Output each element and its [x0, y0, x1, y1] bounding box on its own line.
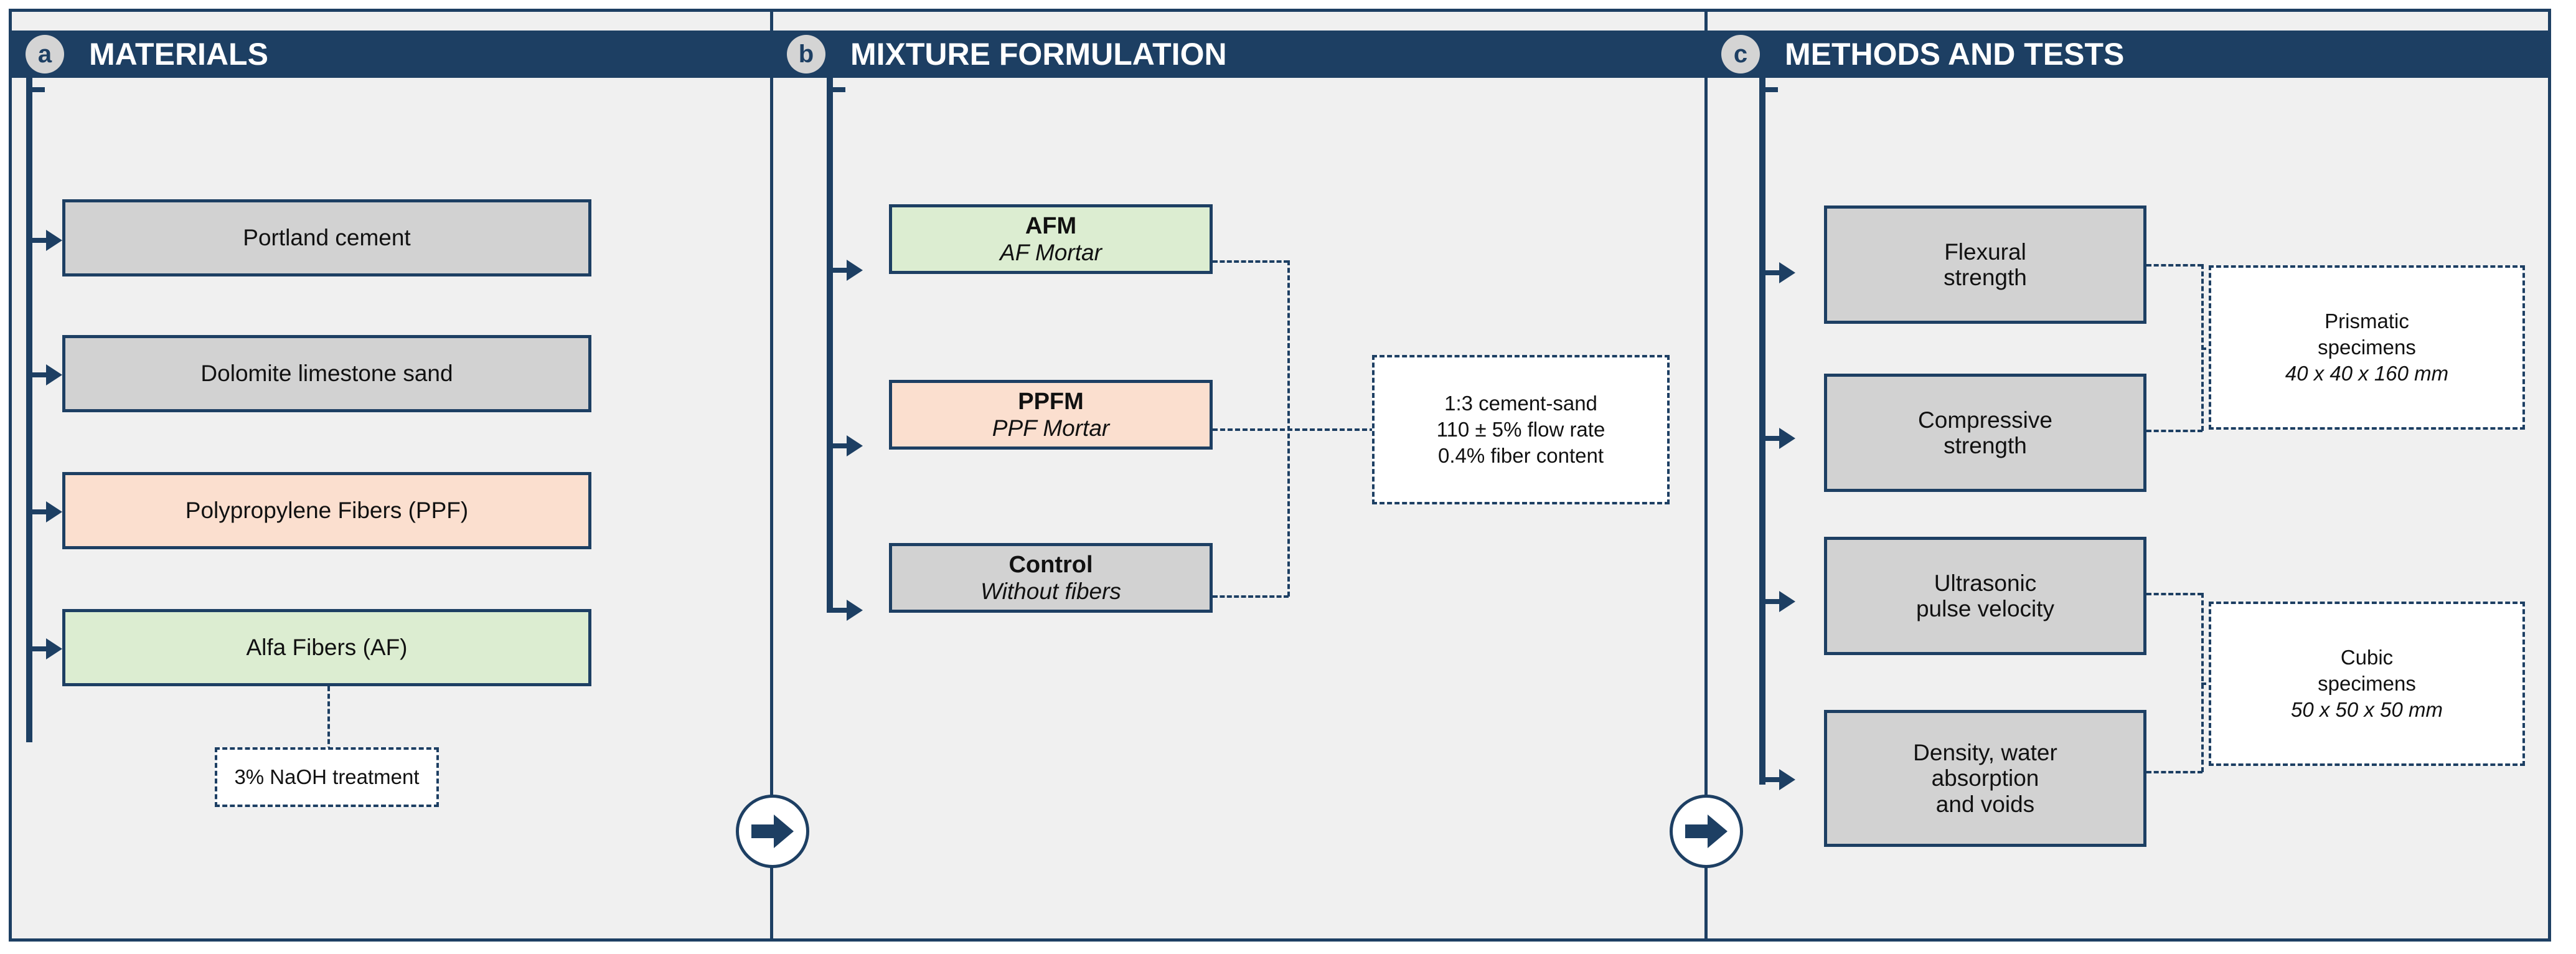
node-line-2: strength — [1944, 265, 2027, 290]
panel-b-stub-3 — [827, 608, 848, 613]
node-ppfm[interactable]: PPFM PPF Mortar — [889, 380, 1213, 450]
node-ultrasonic-pulse-velocity[interactable]: Ultrasonic pulse velocity — [1824, 537, 2146, 655]
node-polypropylene-fibers[interactable]: Polypropylene Fibers (PPF) — [62, 472, 591, 549]
note-prismatic-specimens: Prismatic specimens 40 x 40 x 160 mm — [2209, 265, 2525, 430]
panel-a-stub-2 — [26, 372, 48, 377]
node-line-1: Flexural — [1944, 238, 2026, 265]
panel-b-arrowhead-2 — [847, 435, 863, 456]
panel-c-dashed-from-upv — [2146, 593, 2202, 595]
node-label: Dolomite limestone sand — [200, 361, 453, 387]
node-afm[interactable]: AFM AF Mortar — [889, 204, 1213, 274]
node-line-2: pulse velocity — [1916, 596, 2055, 621]
panel-c-stub-3 — [1759, 599, 1781, 604]
right-arrow-icon — [750, 812, 795, 851]
right-arrow-icon — [1684, 812, 1729, 851]
panel-b-dashed-from-afm — [1213, 260, 1289, 263]
note-line-2: specimens — [2318, 671, 2416, 695]
note-line-1: 1:3 cement-sand — [1444, 391, 1597, 415]
panel-a-arrowhead-4 — [46, 638, 62, 659]
note-line-2: specimens — [2318, 335, 2416, 359]
panel-c-spine — [1759, 73, 1765, 785]
panel-a-spine — [26, 73, 32, 742]
panel-b-dashed-from-control — [1213, 595, 1289, 598]
panel-c-arrowhead-3 — [1779, 591, 1795, 612]
panel-c-top-strip — [1708, 12, 2548, 31]
panel-b-stub-2 — [827, 443, 848, 448]
note-cubic-specimens: Cubic specimens 50 x 50 x 50 mm — [2209, 602, 2525, 766]
panel-b-dashed-to-note — [1213, 428, 1375, 431]
node-title: PPFM — [1018, 389, 1084, 415]
panel-a-title: MATERIALS — [89, 37, 268, 72]
panel-b-arrowhead-3 — [847, 600, 863, 621]
panel-c-stub-2 — [1759, 436, 1781, 441]
panel-b-top-strip — [773, 12, 1706, 31]
panel-a-arrowhead-1 — [46, 230, 62, 251]
note-line-1: Prismatic — [2325, 309, 2409, 333]
panel-c-arrowhead-4 — [1779, 769, 1795, 790]
note-naoh-treatment: 3% NaOH treatment — [215, 747, 439, 807]
panel-c-dashed-from-density — [2146, 771, 2202, 773]
node-alfa-fibers[interactable]: Alfa Fibers (AF) — [62, 609, 591, 686]
note-mix-properties: 1:3 cement-sand 110 ± 5% flow rate 0.4% … — [1372, 355, 1670, 504]
note-line-1: Cubic — [2340, 645, 2394, 669]
panel-c-stub-1 — [1759, 270, 1781, 275]
panel-a-dashed-drop — [327, 686, 330, 752]
panel-a-top-strip — [12, 12, 772, 31]
note-line-2: 110 ± 5% flow rate — [1436, 417, 1605, 441]
node-line-1: Density, water — [1913, 739, 2057, 765]
panel-a-arrowhead-2 — [46, 364, 62, 385]
node-line-1: Compressive — [1918, 407, 2052, 433]
panel-a-branch-1 — [26, 87, 45, 92]
panel-a-stub-3 — [26, 509, 48, 514]
panel-b-badge: b — [787, 35, 825, 73]
panel-c-branch-top — [1759, 87, 1778, 92]
node-title: Control — [1008, 552, 1093, 578]
panel-c-arrowhead-1 — [1779, 262, 1795, 283]
step-arrow-a-to-b[interactable] — [736, 795, 809, 868]
node-line-2: absorption — [1931, 765, 2039, 791]
node-line-2: strength — [1944, 433, 2027, 458]
panel-b-title: MIXTURE FORMULATION — [850, 37, 1227, 72]
note-line-3: 0.4% fiber content — [1438, 444, 1604, 468]
panel-c-stub-4 — [1759, 777, 1781, 782]
node-subtitle: AF Mortar — [1000, 239, 1102, 265]
node-title: AFM — [1025, 213, 1077, 239]
panel-a-stub-4 — [26, 646, 48, 651]
node-portland-cement[interactable]: Portland cement — [62, 199, 591, 276]
panel-c-dashed-from-flexural — [2146, 264, 2202, 267]
panel-c-title: METHODS AND TESTS — [1785, 37, 2125, 72]
note-line-1: 3% NaOH treatment — [234, 765, 420, 788]
node-subtitle: PPF Mortar — [992, 415, 1110, 441]
step-arrow-b-to-c[interactable] — [1670, 795, 1743, 868]
node-line-3: and voids — [1935, 791, 2035, 817]
note-line-3: 50 x 50 x 50 mm — [2291, 698, 2443, 722]
node-label: Polypropylene Fibers (PPF) — [185, 498, 469, 524]
panel-a-arrowhead-3 — [46, 501, 62, 522]
node-compressive-strength[interactable]: Compressive strength — [1824, 374, 2146, 492]
node-density-water-absorption-voids[interactable]: Density, water absorption and voids — [1824, 710, 2146, 847]
panel-b-arrowhead-1 — [847, 260, 863, 281]
panel-c-dashed-from-compressive — [2146, 430, 2202, 432]
node-label: Alfa Fibers (AF) — [246, 635, 408, 661]
panel-b-spine — [827, 73, 833, 610]
panel-a-badge: a — [26, 35, 64, 73]
panel-c-header: c METHODS AND TESTS — [1708, 31, 2548, 78]
note-line-3: 40 x 40 x 160 mm — [2285, 362, 2449, 385]
panel-a-stub-1 — [26, 238, 48, 243]
panel-b-branch-top — [827, 87, 845, 92]
panel-a-header: a MATERIALS — [12, 31, 772, 78]
panel-c-badge: c — [1721, 35, 1760, 73]
node-control[interactable]: Control Without fibers — [889, 543, 1213, 613]
node-line-1: Ultrasonic — [1934, 570, 2037, 596]
panel-b-stub-1 — [827, 268, 848, 273]
node-label: Portland cement — [243, 225, 411, 251]
node-dolomite-limestone-sand[interactable]: Dolomite limestone sand — [62, 335, 591, 412]
node-subtitle: Without fibers — [980, 578, 1121, 604]
panel-b-header: b MIXTURE FORMULATION — [773, 31, 1706, 78]
node-flexural-strength[interactable]: Flexural strength — [1824, 205, 2146, 324]
panel-c-arrowhead-2 — [1779, 428, 1795, 449]
